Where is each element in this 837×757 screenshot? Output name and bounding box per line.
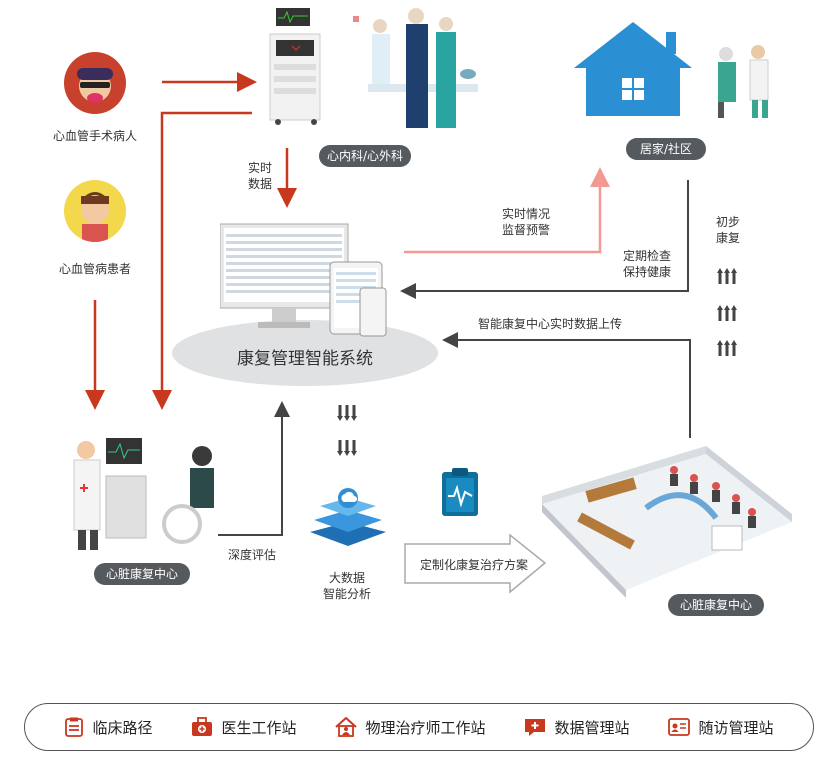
patient-cardio-label: 心血管病患者	[58, 262, 131, 276]
system-title: 康复管理智能系统	[237, 349, 373, 369]
system-platform	[172, 320, 438, 386]
patient-surgery-avatar	[64, 52, 126, 114]
rehab-right-label: 心脏康复中心	[668, 594, 764, 616]
arrow-rehab-to-system	[442, 332, 691, 438]
elderly-care-icon	[706, 40, 786, 120]
realtime-data-label: 实时 数据	[240, 160, 280, 192]
monitor-line1: 实时情况	[501, 207, 550, 221]
arrow-home-to-system	[400, 180, 689, 299]
id-card-icon	[668, 718, 691, 736]
custom-plan-arrow	[404, 533, 547, 594]
rehab-left-illustration	[62, 436, 218, 554]
nav-followup-station-label: 随访管理站	[698, 718, 774, 737]
initial-rehab-label: 初步 康复	[708, 214, 748, 246]
custom-plan-label: 定制化康复治疗方案	[419, 558, 528, 572]
nav-clinical-path-label: 临床路径	[92, 718, 153, 737]
clipboard-monitor-icon	[440, 466, 480, 518]
nav-data-station[interactable]: 数据管理站	[524, 717, 630, 738]
medical-kit-icon	[192, 717, 213, 736]
rehab-left-label: 心脏康复中心	[94, 563, 190, 585]
checkup-line1: 定期检查	[622, 249, 671, 263]
checkup-label: 定期检查 保持健康	[612, 248, 682, 280]
arrow-dept-to-rehab	[152, 111, 252, 410]
patient-cardio-avatar	[64, 180, 126, 242]
nav-doctor-station-label: 医生工作站	[221, 718, 297, 737]
home-label: 居家/社区	[626, 138, 706, 160]
monitor-label: 实时情况 监督预警	[486, 206, 566, 238]
home-care-icon	[335, 717, 358, 737]
nav-followup-station[interactable]: 随访管理站	[668, 717, 774, 738]
bottom-nav-bar: 临床路径 医生工作站 物理治疗师工作站 数据管理站 随访管理站	[24, 703, 814, 751]
operating-room-illustration	[268, 4, 480, 132]
bigdata-line2: 智能分析	[322, 587, 371, 601]
realtime-data-line1: 实时	[247, 161, 272, 175]
checkup-line2: 保持健康	[622, 265, 671, 279]
patient-surgery-label: 心血管手术病人	[52, 129, 137, 143]
nav-therapist-station-label: 物理治疗师工作站	[365, 718, 486, 737]
arrow-system-to-home	[404, 167, 610, 254]
message-plus-icon	[525, 719, 546, 736]
initial-rehab-line2: 康复	[715, 231, 740, 245]
clipboard-list-icon	[65, 717, 84, 737]
triple-up-arrows	[717, 268, 737, 356]
realtime-data-line2: 数据	[247, 177, 272, 191]
system-devices-illustration	[219, 222, 390, 340]
arrow-rehab-to-eval	[218, 401, 290, 536]
nav-doctor-station[interactable]: 医生工作站	[191, 717, 297, 738]
upload-label: 智能康复中心实时数据上传	[477, 317, 622, 331]
monitor-line2: 监督预警	[501, 223, 550, 237]
house-icon	[572, 18, 694, 118]
rehab-room-illustration	[536, 434, 798, 604]
nav-therapist-station[interactable]: 物理治疗师工作站	[335, 717, 486, 738]
nav-data-station-label: 数据管理站	[554, 718, 630, 737]
bigdata-label: 大数据 智能分析	[315, 570, 379, 602]
bigdata-icon	[306, 486, 390, 550]
bigdata-line1: 大数据	[328, 571, 365, 585]
dept-label: 心内科/心外科	[319, 145, 411, 167]
deep-eval-label: 深度评估	[227, 548, 276, 562]
nav-clinical-path[interactable]: 临床路径	[64, 717, 153, 738]
initial-rehab-line1: 初步	[715, 215, 740, 229]
triple-down-arrows	[337, 405, 357, 456]
